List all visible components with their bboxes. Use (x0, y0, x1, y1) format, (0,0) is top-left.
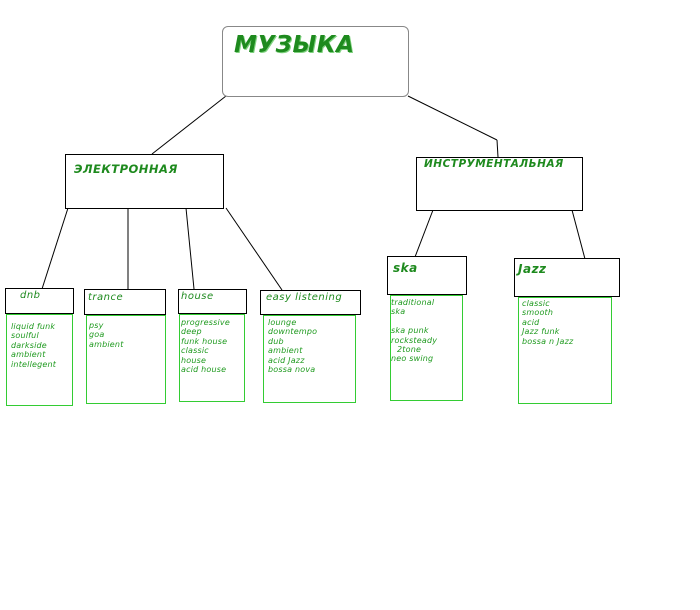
connector-root-instrumental-drop (496, 139, 499, 158)
list-item: traditional (391, 298, 435, 307)
list-item: funk house (181, 336, 228, 346)
genre-trance-list (86, 315, 166, 404)
genre-dnb-list (6, 314, 73, 406)
list-item: darkside (11, 340, 47, 350)
list-item: intellegent (11, 359, 57, 369)
genre-house-title: house (181, 291, 214, 302)
list-item: classic (522, 299, 550, 308)
list-item: ska (391, 307, 406, 317)
genre-jazz-header (514, 258, 620, 297)
category-electronic-node (65, 154, 224, 209)
list-item: ska punk (391, 326, 429, 336)
connector-root-instrumental (407, 95, 498, 141)
genre-ska-title: ska (393, 261, 418, 275)
root-title: МУЗЫКА (234, 32, 355, 58)
genre-dnb-header (5, 288, 74, 314)
list-item: bossa nova (268, 365, 316, 375)
list-item: progressive (181, 318, 230, 327)
genre-jazz-title: Jazz (518, 262, 547, 276)
connector-electronic-dnb (41, 207, 69, 290)
list-item (391, 317, 437, 326)
root-node (222, 26, 409, 97)
genre-trance-title: trance (88, 292, 124, 303)
genre-ska-header (387, 256, 467, 295)
genre-house-list (179, 314, 245, 402)
list-item: ambient (268, 346, 303, 356)
list-item: downtempo (268, 327, 318, 337)
category-electronic-title: ЭЛЕКТРОННАЯ (74, 162, 178, 176)
list-item: house (181, 355, 207, 365)
list-item: rocksteady (391, 335, 438, 345)
genre-jazz-list (518, 297, 612, 404)
list-item: psy (89, 321, 104, 330)
genre-trance-header (84, 289, 166, 315)
list-item: acid Jazz (268, 355, 305, 365)
category-instrumental-title: ИНСТРУМЕНТАЛЬНАЯ (424, 158, 564, 170)
category-instrumental-node (416, 157, 583, 211)
connector-electronic-house (185, 207, 195, 290)
list-item: 2tone (397, 345, 422, 355)
connector-instrumental-ska (414, 209, 434, 258)
list-item: Jazz funk (522, 327, 560, 337)
connector-root-electronic (151, 95, 227, 155)
list-item: ambient (89, 339, 124, 349)
connector-instrumental-jazz (571, 209, 586, 260)
list-item: ambient (11, 350, 46, 360)
list-item: smooth (522, 308, 554, 318)
list-item: soulful (11, 331, 39, 341)
list-item: deep (181, 327, 202, 337)
genre-easy-listening-list (263, 315, 356, 403)
list-item: lounge (268, 318, 297, 327)
connector-electronic-easy-listening (225, 207, 283, 291)
list-item: dub (268, 336, 284, 346)
genre-easy-listening-title: easy listening (266, 292, 343, 303)
genre-dnb-title: dnb (20, 290, 41, 301)
list-item: acid house (181, 365, 227, 375)
genre-easy-listening-header (260, 290, 361, 315)
list-item: acid (522, 317, 540, 327)
genre-ska-list (390, 295, 463, 401)
genre-house-header (178, 289, 247, 314)
list-item: bossa n Jazz (522, 336, 574, 346)
list-item: goa (89, 330, 105, 340)
list-item: liquid funk (11, 322, 56, 331)
list-item: classic (181, 346, 209, 356)
list-item: neo swing (391, 354, 434, 364)
